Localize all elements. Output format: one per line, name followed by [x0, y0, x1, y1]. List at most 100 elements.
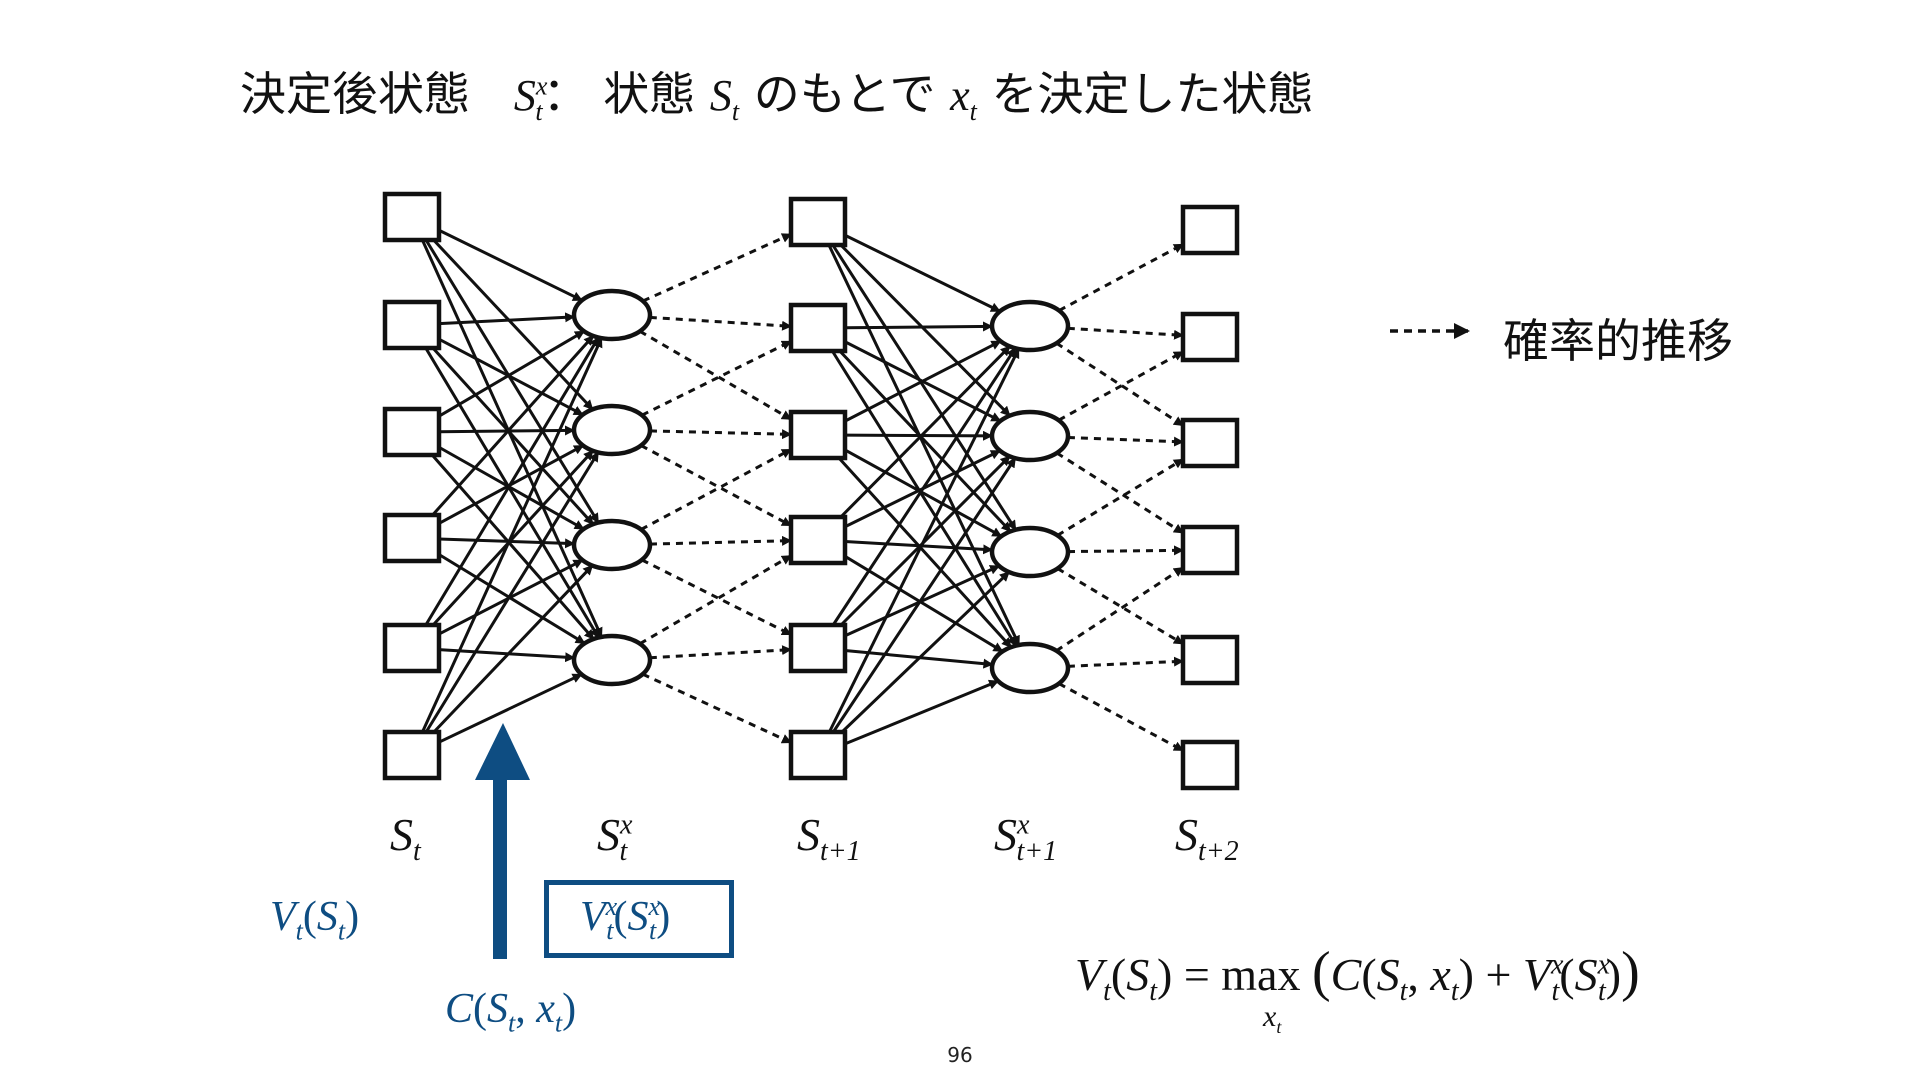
title-mid2: のもとで [753, 67, 936, 121]
decision-arrow [431, 346, 595, 526]
label-s-t1-base: S [797, 809, 820, 860]
decision-arrow [432, 238, 594, 411]
state-node-t1 [788, 302, 848, 354]
label-s-t-x-sub: t [619, 836, 628, 868]
decision-arrow [839, 345, 1011, 519]
state-node-t [382, 406, 442, 458]
transition-arrow [641, 340, 792, 417]
decision-arrow [431, 334, 595, 517]
label-s-t-x-sup: x [620, 809, 633, 841]
eq-lhs-S: S [1126, 949, 1150, 1000]
state-node-t2 [1180, 524, 1240, 576]
decision-arrow [844, 679, 1000, 746]
transition-arrow [1067, 545, 1184, 556]
transition-arrow [1057, 350, 1184, 422]
title-mid1: 状態 [603, 67, 696, 121]
decision-arrow [828, 348, 1021, 733]
state-node-t1 [788, 196, 848, 248]
eq-C-close: ) [1458, 949, 1474, 1000]
eq-V-S-sup: x [1597, 949, 1610, 981]
vx-sub: t [606, 916, 614, 946]
decision-arrow [840, 570, 1011, 734]
decision-arrow [421, 337, 603, 733]
transition-arrow [649, 429, 792, 440]
title-S2: S [709, 71, 732, 120]
vp-S: S [316, 894, 338, 940]
decision-arrow [832, 457, 1017, 733]
slide-title: 決定後状態 Sxt： 状態 St のもとで xt を決定した状態 [240, 58, 1313, 124]
stochastic-transition-arrows [639, 232, 1184, 752]
state-node-t [382, 299, 442, 351]
decision-arrow [438, 673, 583, 744]
label-s-t1-sub: t+1 [820, 836, 861, 868]
cost-open: ( [473, 986, 488, 1032]
title-decision-symbol: xt [950, 71, 977, 124]
value-post-decision: Vxt(Sxt) [580, 893, 670, 944]
label-s-t2-sub: t+2 [1198, 836, 1239, 868]
decision-arrow [438, 312, 576, 326]
decision-arrow [831, 347, 1017, 626]
title-sup-x: x [535, 71, 548, 101]
transition-arrow [1056, 458, 1184, 537]
title-suffix: を決定した状態 [991, 67, 1314, 121]
vp-V: V [270, 894, 296, 940]
label-s-t1-x-base: S [994, 809, 1017, 860]
decision-arrow [438, 228, 583, 302]
transition-arrow [639, 554, 792, 646]
title-prefix: 決定後状態 [240, 67, 470, 121]
value-pre-decision: Vt(St) [270, 893, 360, 944]
value-post-decision-box [544, 880, 734, 958]
label-s-t1-x-sup: x [1017, 809, 1030, 841]
eq-C-S: S [1376, 949, 1400, 1000]
decision-arrow [424, 336, 600, 626]
state-node-t2 [1180, 311, 1240, 363]
eq-V-sup: x [1551, 949, 1564, 981]
title-post-decision-symbol: Sxt [514, 71, 548, 124]
state-node-t1 [788, 514, 848, 566]
state-node-t1 [788, 622, 848, 674]
transition-arrow [639, 329, 792, 421]
vp-sub: t [295, 916, 303, 946]
eq-C-x-sub: t [1450, 976, 1459, 1008]
cost-comma: , [515, 986, 537, 1032]
vx-V: V [580, 894, 606, 940]
decision-arrow [844, 448, 1003, 538]
transition-arrow [1067, 656, 1184, 668]
transition-arrow [641, 558, 792, 636]
eq-C-open: ( [1361, 949, 1377, 1000]
eq-C-comma: , [1407, 949, 1431, 1000]
max-subscript: xt [1263, 1000, 1281, 1036]
transition-arrow [642, 672, 792, 744]
post-decision-node-t [571, 288, 653, 342]
eq-lhs-sub: t [1103, 976, 1111, 1008]
legend-label: 確率的推移 [1503, 314, 1733, 368]
decision-arrow [844, 430, 994, 441]
title-sub-t3: t [969, 96, 977, 126]
state-nodes [382, 191, 1240, 791]
eq-V-S: S [1574, 949, 1598, 1000]
eq-lhs-V: V [1075, 949, 1104, 1000]
decision-arrow [844, 339, 1002, 423]
cost-x: x [536, 986, 555, 1032]
post-decision-node-t [571, 518, 653, 572]
post-decision-node-t [571, 633, 653, 687]
vp-close: ) [345, 894, 360, 940]
decision-arrow [839, 243, 1011, 417]
vx-S-sub: t [648, 916, 657, 946]
decision-arrow [438, 553, 586, 645]
eq-C-S-sub: t [1399, 976, 1408, 1008]
transition-arrow [649, 535, 792, 546]
post-decision-node-t1 [989, 409, 1071, 463]
transition-arrow [1056, 451, 1184, 535]
post-decision-node-t1 [989, 299, 1071, 353]
label-s-t-sub: t [413, 836, 421, 868]
eq-big-close: ) [1621, 941, 1640, 1003]
label-s-t1-x-sub: t+1 [1016, 836, 1058, 868]
state-node-t1 [788, 409, 848, 461]
transition-arrow [1067, 326, 1184, 340]
cost-close: ) [562, 986, 577, 1032]
decision-arrow [844, 233, 1001, 313]
transition-arrow [1067, 435, 1184, 447]
